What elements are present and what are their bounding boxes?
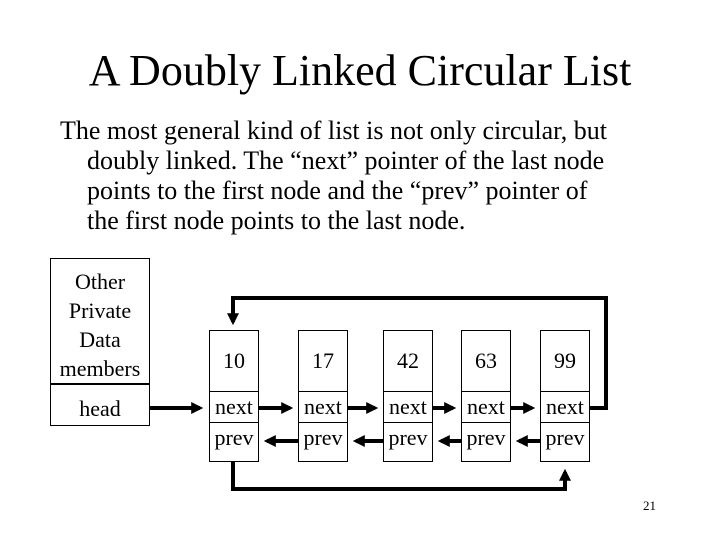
prev-label: prev xyxy=(466,425,506,450)
node-prev-cell: prev xyxy=(209,422,259,462)
object-box-line: members xyxy=(59,356,141,381)
node-prev-cell: prev xyxy=(540,422,590,462)
object-box-line: Private xyxy=(68,298,132,323)
prev-label: prev xyxy=(545,425,585,450)
node-value: 42 xyxy=(397,348,419,373)
circular-prev-arrow xyxy=(231,462,571,491)
node-next-cell: next xyxy=(461,391,511,423)
head-label: head xyxy=(79,396,121,421)
node-prev-cell: prev xyxy=(461,422,511,462)
paragraph-line: The most general kind of list is not onl… xyxy=(60,116,608,145)
node-value-cell: 17 xyxy=(298,330,348,392)
node-prev-cell: prev xyxy=(383,422,433,462)
node-value: 63 xyxy=(475,348,497,373)
node-prev-cell: prev xyxy=(298,422,348,462)
node-next-cell: next xyxy=(540,391,590,423)
paragraph-line: points to the first node and the “prev” … xyxy=(87,176,588,205)
slide-title: A Doubly Linked Circular List xyxy=(88,46,632,95)
next-label: next xyxy=(304,394,342,419)
node-value-cell: 42 xyxy=(383,330,433,392)
paragraph-line: the first node points to the last node. xyxy=(87,206,466,235)
circular-next-arrow xyxy=(227,296,608,410)
next-label: next xyxy=(389,394,427,419)
node-value: 17 xyxy=(312,348,334,373)
next-label: next xyxy=(215,394,253,419)
prev-label: prev xyxy=(214,425,254,450)
next-label: next xyxy=(546,394,584,419)
object-box-line: Other xyxy=(74,269,126,294)
node-next-cell: next xyxy=(298,391,348,423)
object-box-line: Data xyxy=(79,327,121,352)
node-next-cell: next xyxy=(383,391,433,423)
description-paragraph: The most general kind of list is not onl… xyxy=(60,116,700,236)
node-value: 10 xyxy=(223,348,245,373)
node-value-cell: 99 xyxy=(540,330,590,392)
node-value-cell: 10 xyxy=(209,330,259,392)
head-field: head xyxy=(50,384,150,426)
paragraph-line: doubly linked. The “next” pointer of the… xyxy=(87,146,605,175)
page-number: 21 xyxy=(643,498,656,513)
private-data-box: Other Private Data members xyxy=(50,258,150,384)
next-label: next xyxy=(467,394,505,419)
prev-label: prev xyxy=(388,425,428,450)
prev-label: prev xyxy=(303,425,343,450)
node-next-cell: next xyxy=(209,391,259,423)
node-value: 99 xyxy=(554,348,576,373)
